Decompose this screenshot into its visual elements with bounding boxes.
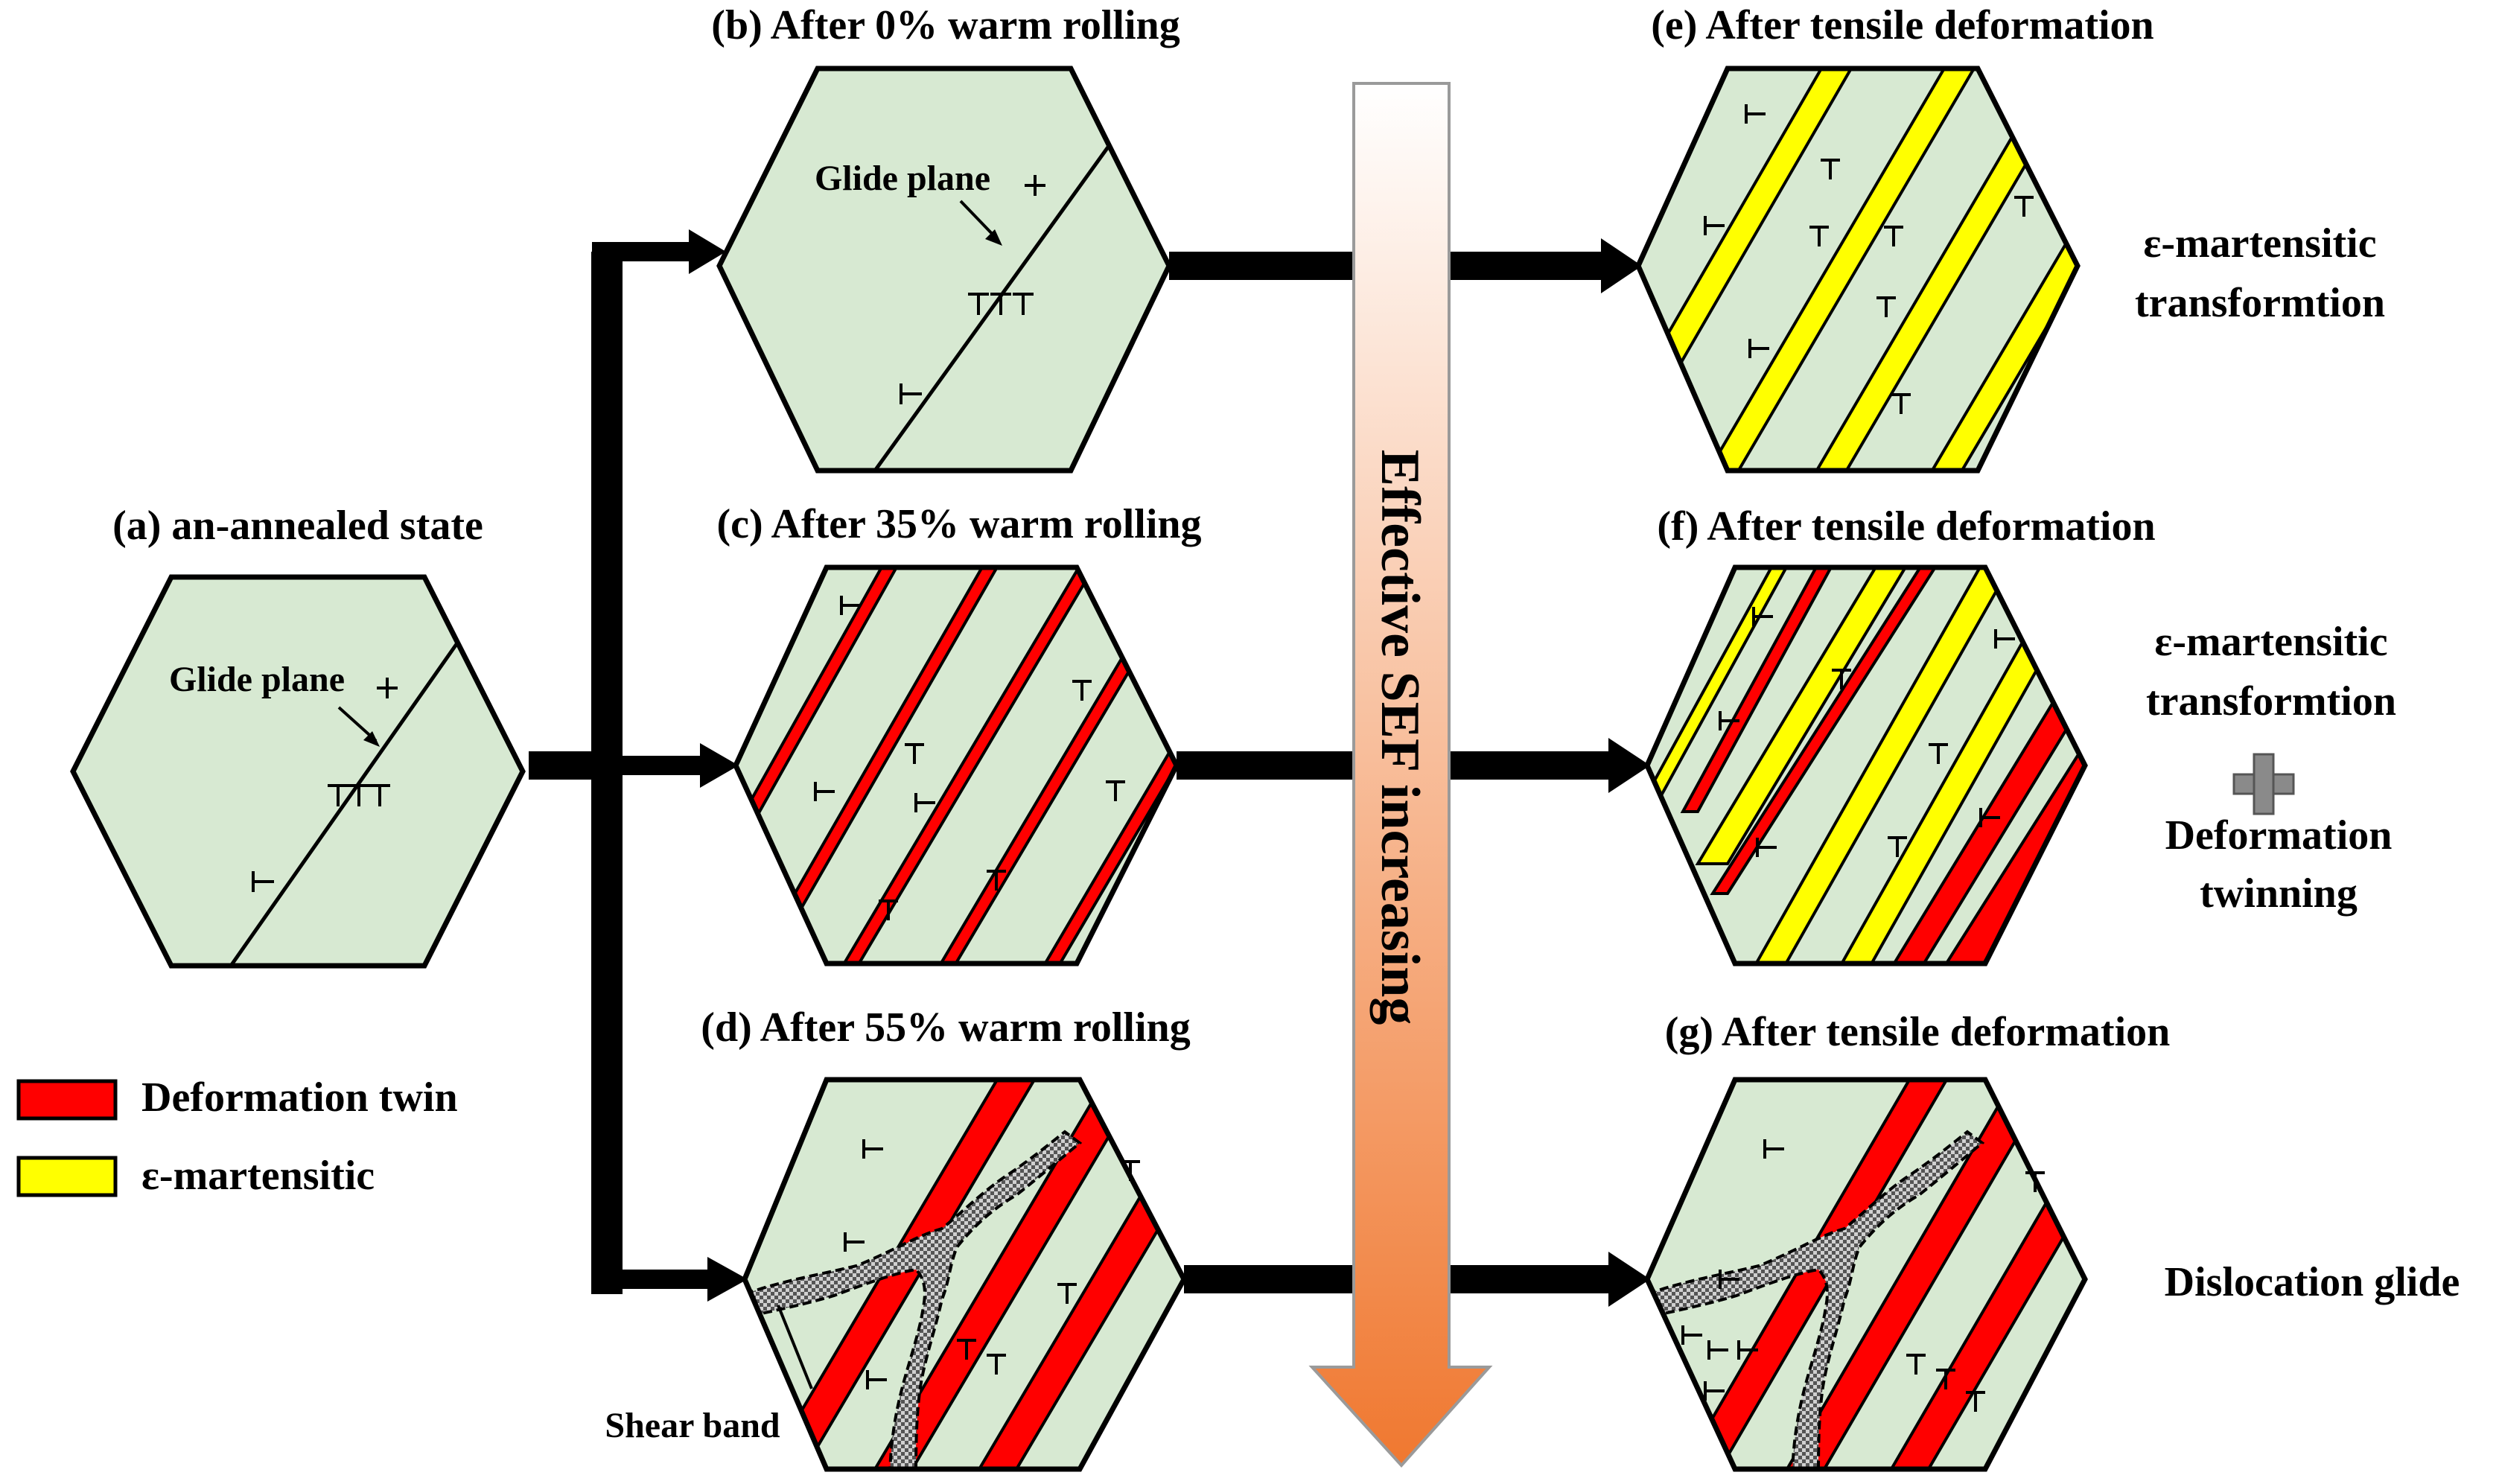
- twin-band: [865, 1080, 1150, 1469]
- panel-b: (b) After 0% warm rolling Glide plane: [711, 2, 1180, 474]
- panel-a: (a) an-annealed state Glide plane: [70, 503, 526, 969]
- panel-g: (g) After tensile deformation: [1644, 1009, 2171, 1472]
- shear-band-path: [1647, 1130, 1985, 1469]
- twin-band: [1040, 713, 1177, 964]
- sef-arrow: Effective SEF increasing: [1308, 82, 1493, 1468]
- glide-plane-label-a: Glide plane: [169, 660, 345, 699]
- grain-g-outline: [1644, 1077, 2088, 1472]
- arrowhead-g: [1608, 1252, 1650, 1307]
- legend-martensite-swatch: [16, 1156, 118, 1197]
- legend-martensite-label: ε-martensitic: [141, 1153, 375, 1199]
- panel-c: (c) After 35% warm rolling: [716, 501, 1202, 966]
- bands-f: [1647, 567, 2085, 964]
- arrowhead-d: [707, 1257, 748, 1302]
- dislocations-a: [252, 678, 398, 892]
- legend: Deformation twin ε-martensitic: [16, 1074, 458, 1199]
- panel-f: (f) After tensile deformation: [1644, 503, 2156, 966]
- glide-pointer-head-b: [985, 229, 1002, 246]
- grain-c: [736, 567, 1177, 964]
- grain-d-outline: [742, 1077, 1187, 1472]
- grain-a: [73, 577, 523, 966]
- grain-f-outline: [1644, 564, 2088, 966]
- twin-band: [1710, 567, 1939, 895]
- panel-d: (d) After 55% warm rolling Shear band: [605, 1004, 1191, 1472]
- grain-b-outline: [716, 66, 1172, 474]
- mechanism-f-line3: Deformation: [2165, 812, 2393, 859]
- twins-g: [1672, 1080, 2085, 1469]
- arrowhead-e: [1601, 238, 1642, 293]
- twin-band: [1777, 1080, 2058, 1469]
- mechanism-e-line2: transformtion: [2135, 280, 2385, 326]
- dislocations-f: [1719, 607, 2015, 857]
- plus-icon: [2232, 753, 2295, 815]
- arrowhead-f: [1608, 738, 1650, 793]
- twin-band: [1680, 567, 1835, 813]
- twin-band: [1672, 1080, 1954, 1469]
- dislocations-b: [900, 175, 1045, 404]
- dislocations-c: [814, 596, 1125, 920]
- sef-arrow-shape: [1308, 82, 1493, 1468]
- mechanism-f-line4: twinning: [2200, 870, 2358, 917]
- grain-b: [719, 69, 1169, 471]
- twin-band: [749, 567, 1001, 964]
- shear-band-g: [1647, 1130, 1985, 1469]
- martensite-band: [1926, 185, 2078, 471]
- panel-f-title: (f) After tensile deformation: [1657, 503, 2155, 550]
- arrowhead-c: [700, 743, 739, 788]
- twin-band: [757, 1080, 1042, 1469]
- twin-band: [838, 567, 1098, 964]
- shear-band-label: Shear band: [605, 1406, 780, 1445]
- shear-pointer-line: [777, 1305, 813, 1389]
- martensite-band: [1695, 567, 1909, 865]
- legend-twin-swatch: [16, 1079, 118, 1121]
- panel-e: (e) After tensile deformation: [1635, 2, 2154, 474]
- panel-b-title: (b) After 0% warm rolling: [711, 2, 1180, 48]
- twin-band: [1881, 1080, 2085, 1469]
- martensite-band: [1810, 69, 2078, 471]
- grain-a-outline: [70, 574, 526, 969]
- grain-e-outline: [1635, 66, 2081, 474]
- panel-d-title: (d) After 55% warm rolling: [701, 1004, 1190, 1051]
- glide-pointer-head-a: [363, 731, 380, 747]
- panel-g-title: (g) After tensile deformation: [1665, 1009, 2171, 1055]
- glide-plane-line-a: [229, 630, 468, 966]
- martensite-band: [1702, 69, 1980, 471]
- legend-twin-label: Deformation twin: [141, 1074, 458, 1121]
- martensite-e: [1643, 69, 2078, 471]
- sef-arrow-label: Effective SEF increasing: [1369, 450, 1430, 1025]
- martensite-band: [1751, 567, 2013, 964]
- mechanism-labels: ε-martensitic transformtion ε-martensiti…: [2135, 220, 2460, 1305]
- shear-band-path: [745, 1130, 1083, 1469]
- mechanism-e-line1: ε-martensitic: [2143, 220, 2376, 267]
- shear-band-d: [745, 1130, 1083, 1469]
- mechanism-f-line2: transformtion: [2146, 678, 2396, 725]
- panel-e-title: (e) After tensile deformation: [1651, 2, 2153, 48]
- panel-a-title: (a) an-annealed state: [112, 503, 483, 549]
- grain-c-outline: [733, 564, 1180, 966]
- dislocations-e: [1704, 104, 2034, 414]
- arrowhead-b: [689, 229, 726, 274]
- mechanism-g-line1: Dislocation glide: [2165, 1259, 2460, 1305]
- glide-plane-label-b: Glide plane: [815, 159, 990, 198]
- mechanism-f-line1: ε-martensitic: [2154, 619, 2387, 665]
- panel-c-title: (c) After 35% warm rolling: [716, 501, 1201, 547]
